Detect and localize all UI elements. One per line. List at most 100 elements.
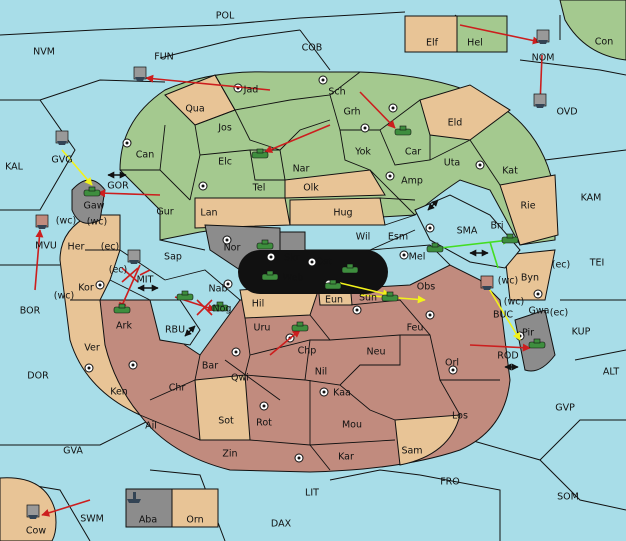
label-sch: Sch <box>328 87 345 98</box>
label-qua: Qua <box>185 104 204 115</box>
label-rot: Rot <box>256 418 272 429</box>
province-rie <box>499 174 559 246</box>
army-unit[interactable] <box>341 263 359 274</box>
army-unit[interactable] <box>426 242 444 253</box>
label-qwi: Qwi <box>231 373 249 384</box>
label-nog: Nog <box>213 304 232 315</box>
label-gvp: GVP <box>555 403 575 414</box>
army-unit[interactable] <box>381 291 399 302</box>
label-uru: Uru <box>254 323 271 334</box>
label-sam: Sam <box>401 446 422 457</box>
label-lan: Lan <box>200 208 217 219</box>
label-mit: MIT <box>137 275 154 286</box>
army-unit[interactable] <box>261 270 279 281</box>
label-swm: SWM <box>80 514 104 525</box>
label-nab: Nab <box>209 284 228 295</box>
label-ec3: (ec) <box>552 260 570 271</box>
label-wc1: (wc) <box>56 216 76 227</box>
province-olk <box>284 169 386 199</box>
label-rie: Rie <box>520 201 535 212</box>
label-pol: POL <box>216 11 235 22</box>
label-con: Con <box>595 37 613 48</box>
label-bor: BOR <box>20 306 41 317</box>
army-unit[interactable] <box>324 279 342 290</box>
label-gva: GVA <box>63 446 83 457</box>
label-bri: Bri <box>490 221 503 232</box>
label-dor: DOR <box>27 371 49 382</box>
army-unit[interactable] <box>113 303 131 314</box>
label-gur: Gur <box>156 207 173 218</box>
label-ark: Ark <box>116 321 132 332</box>
label-eun: Eun <box>325 295 343 306</box>
province-orn <box>171 488 219 528</box>
fleet-unit[interactable] <box>480 275 494 290</box>
fleet-unit[interactable] <box>127 492 141 503</box>
army-unit[interactable] <box>528 338 546 349</box>
fleet-unit[interactable] <box>533 93 547 108</box>
label-gwa: Gwa <box>529 306 550 317</box>
label-chp: Chp <box>298 346 317 357</box>
army-unit[interactable] <box>394 125 412 136</box>
army-unit[interactable] <box>256 239 274 250</box>
label-kup: KUP <box>572 327 591 338</box>
label-alt: ALT <box>603 367 619 378</box>
label-elf: Elf <box>426 38 439 49</box>
label-cow: Cow <box>26 526 46 537</box>
fleet-unit[interactable] <box>35 214 49 229</box>
army-unit[interactable] <box>211 301 229 312</box>
label-ec4: (ec) <box>550 308 568 319</box>
label-grh: Grh <box>343 107 360 118</box>
label-wc5: (wc) <box>504 297 524 308</box>
label-olk: Olk <box>303 183 319 194</box>
army-unit[interactable] <box>176 290 194 301</box>
label-kaa: Kaa <box>333 388 351 399</box>
label-lit: LIT <box>305 488 319 499</box>
province-labels: POL NVM FUN COB Elf Hel Con NOM OVD KAL … <box>5 11 619 537</box>
label-web: Web <box>283 273 304 284</box>
label-yok: Yok <box>354 147 371 158</box>
label-bar: Bar <box>202 361 218 372</box>
fleet-unit[interactable] <box>536 29 550 44</box>
label-elc: Elc <box>218 157 232 168</box>
fleet-unit[interactable] <box>127 249 141 264</box>
label-nar: Nar <box>293 164 310 175</box>
army-unit[interactable] <box>501 233 519 244</box>
label-can: Can <box>136 150 154 161</box>
label-aba: Aba <box>139 515 157 526</box>
label-sma: SMA <box>457 226 478 237</box>
fleet-unit[interactable] <box>133 66 147 81</box>
label-fun: FUN <box>154 52 174 63</box>
label-wc3: (wc) <box>54 291 74 302</box>
label-kar: Kar <box>338 452 354 463</box>
label-amp: Amp <box>401 176 423 187</box>
label-esm: Esm <box>388 232 408 243</box>
label-los: Los <box>452 411 468 422</box>
label-mel: Mel <box>409 252 426 263</box>
label-nil: Nil <box>315 367 327 378</box>
label-orl: Orl <box>445 358 459 369</box>
label-kal: KAL <box>5 162 24 173</box>
label-gaw: Gaw <box>84 201 105 212</box>
label-dax: DAX <box>271 519 292 530</box>
label-feu: Feu <box>407 323 424 334</box>
fleet-unit[interactable] <box>55 130 69 145</box>
central-lake <box>238 250 388 294</box>
army-unit[interactable] <box>291 321 309 332</box>
label-kor: Kor <box>78 283 94 294</box>
label-fro: FRO <box>440 477 460 488</box>
label-wc4: (wc) <box>498 276 518 287</box>
label-nor: Nor <box>224 243 241 254</box>
label-ost: Ost <box>316 257 332 268</box>
label-zin: Zin <box>222 449 237 460</box>
label-byn: Byn <box>521 273 539 284</box>
fleet-unit[interactable] <box>26 504 40 519</box>
label-obs: Obs <box>417 282 436 293</box>
label-neu: Neu <box>367 347 386 358</box>
label-sun: Sun <box>359 293 377 304</box>
label-mou: Mou <box>342 420 362 431</box>
label-kam: KAM <box>581 193 602 204</box>
label-ver: Ver <box>84 343 100 354</box>
army-unit[interactable] <box>251 148 269 159</box>
army-unit[interactable] <box>83 186 101 197</box>
label-buc: BUC <box>493 310 513 321</box>
